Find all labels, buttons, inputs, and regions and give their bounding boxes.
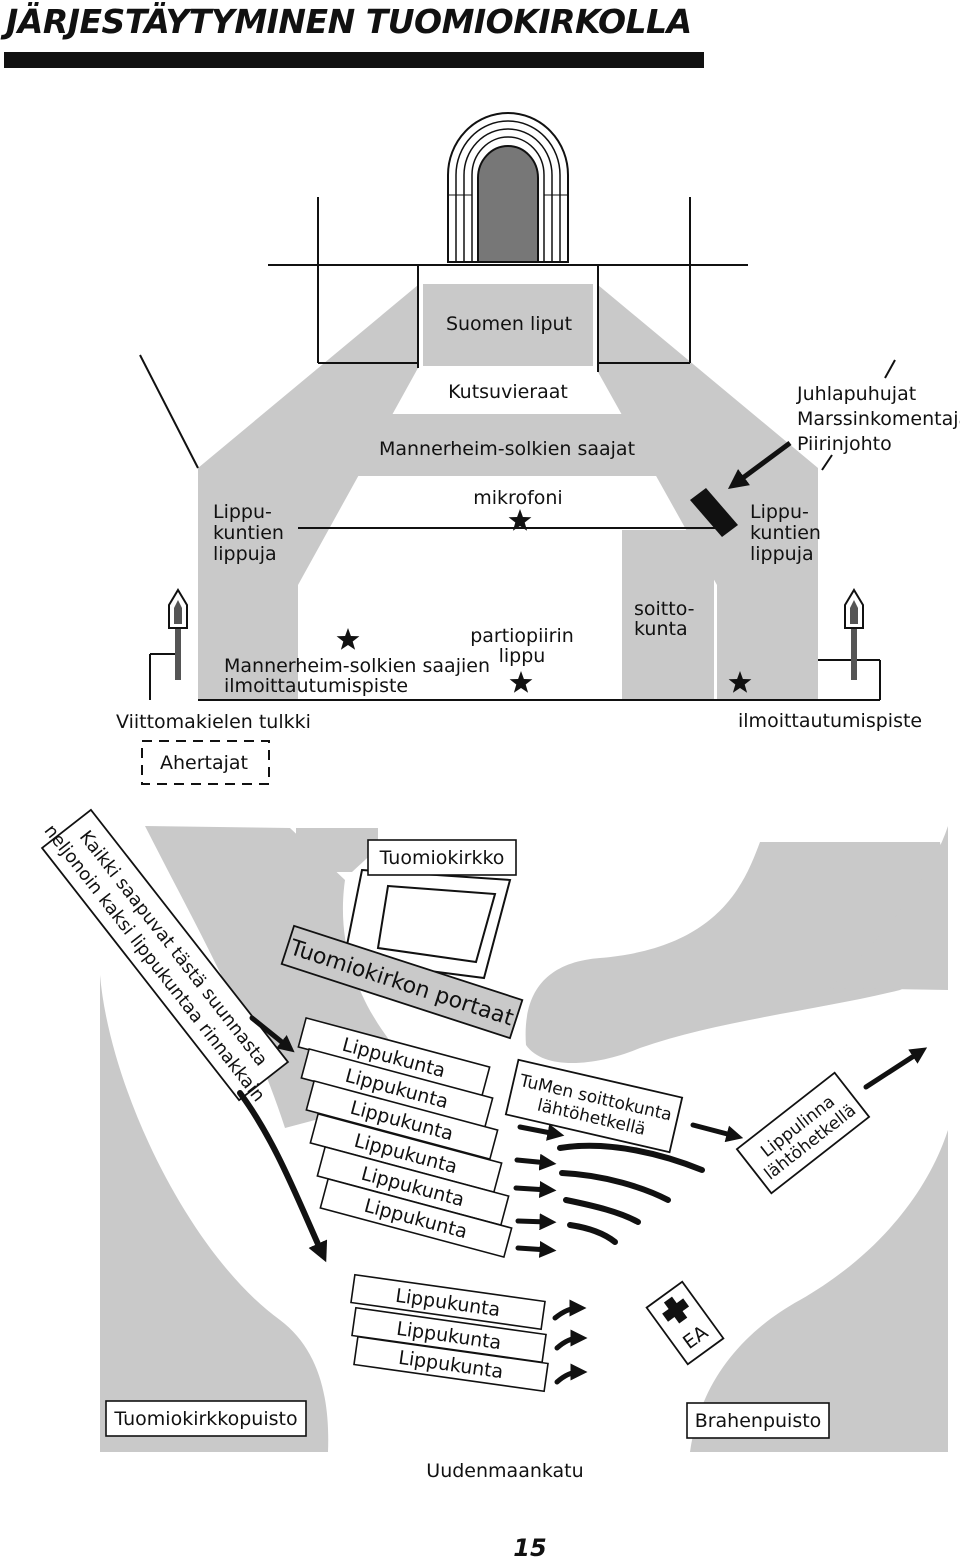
microphone-star-icon [508,509,532,531]
area-left-park [100,975,329,1452]
march-arrow-4 [515,1240,557,1258]
troop-box-frame [319,1177,513,1259]
march-arrow-2 [513,1180,557,1198]
march-arrow-1 [514,1153,557,1171]
speakers-label-1: Juhlapuhujat [796,383,916,405]
right-flags-label-1: Lippu- [750,501,809,523]
band-departure-box: TuMen soittokunta lähtöhetkellä [504,1058,684,1154]
mannerheim-checkin-label-1: Mannerheim-solkien saajien [224,655,490,677]
mannerheim-checkin-star-icon [336,628,360,650]
march-curve-1 [557,1142,705,1173]
page-title: JÄRJESTÄYTYMINEN TUOMIOKIRKOLLA [6,2,692,41]
troop-box-frame [305,1079,499,1161]
guests-label: Kutsuvieraat [448,381,568,403]
exit-arrow-left [237,1090,328,1263]
speaker-arrow [727,440,792,489]
area-right-park [690,1130,948,1452]
flag-castle-box: Lippulinna lähtöhetkellä [735,1071,871,1195]
area-right-corner [830,826,948,990]
lower-map: Tuomiokirkko Tuomiokirkon portaat Kaikki… [40,808,948,1560]
left-flags-label-1: Lippu- [213,501,272,523]
speakers-label-2: Marssinkomentaja [797,408,960,430]
upper-diagram: Suomen liput Kutsuvieraat Mannerheim-sol… [116,112,960,785]
cathedral-label-box [367,839,517,876]
march-curve-2 [559,1170,671,1203]
movement-arrows [237,1015,928,1385]
left-flag-zone [198,285,418,700]
area-top-right [525,842,945,1064]
park-left-box [105,1400,307,1437]
right-flags-label-2: kuntien [750,522,821,544]
speakers-label-3: Piirinjohto [797,433,892,455]
lower-arrow-1 [552,1299,587,1321]
microphone-label: mikrofoni [473,487,562,509]
scout-flag-label-2: lippu [499,645,546,667]
left-flagpole-icon [149,588,188,700]
band-short-arrow [517,1124,565,1141]
troops-upper-group: LippukuntaLippukuntaLippukuntaLippukunta… [297,1016,513,1259]
band-label-2: kunta [634,618,688,640]
lower-arrow-3 [554,1363,588,1385]
first-aid-box: EA [645,1280,725,1366]
mannerheim-recipients-label: Mannerheim-solkien saajat [379,438,635,460]
troop-box-frame [350,1273,546,1331]
cathedral-label: Tuomiokirkko [379,847,505,869]
march-curve-4 [567,1222,618,1245]
troop-box-frame [353,1335,549,1393]
checkin-star-icon [728,671,752,693]
finnish-flags-label: Suomen liput [446,313,572,335]
band-arrow [690,1122,744,1143]
checkin-label: ilmoittautumispiste [738,710,922,732]
march-arrow-3 [515,1213,557,1231]
march-curve-3 [563,1197,641,1225]
mannerheim-recipients-zone [348,414,665,476]
scout-flag-label-1: partiopiirin [470,625,574,647]
park-right-label: Brahenpuisto [695,1410,822,1432]
street-label: Uudenmaankatu [426,1460,583,1482]
workers-label: Ahertajat [160,752,248,774]
park-right-box [686,1402,830,1439]
cathedral-door-icon [447,112,569,263]
lower-arrow-2 [554,1329,588,1351]
interpreter-label: Viittomakielen tulkki [116,711,311,733]
mannerheim-checkin-label-2: ilmoittautumispiste [224,675,408,697]
area-cathedral-top [296,828,378,872]
title-rule [4,52,704,68]
park-left-label: Tuomiokirkkopuisto [113,1408,297,1430]
right-flags-label-3: lippuja [750,543,814,565]
right-flagpole-icon [818,588,881,700]
flag-castle-arrow [863,1047,928,1090]
page-number: 15 [513,1534,546,1560]
band-label-1: soitto- [634,598,695,620]
first-aid-cross-icon [662,1296,690,1324]
cathedral-inner [376,884,497,964]
scout-flag-star-icon [509,671,533,693]
microphone-podium [690,488,738,537]
band-zone [622,530,714,700]
arrival-arrow [249,1015,295,1053]
finnish-flags-zone [423,284,593,366]
left-flags-label-3: lippuja [213,543,277,565]
troop-box: Lippukunta [353,1335,549,1393]
left-flags-label-2: kuntien [213,522,284,544]
